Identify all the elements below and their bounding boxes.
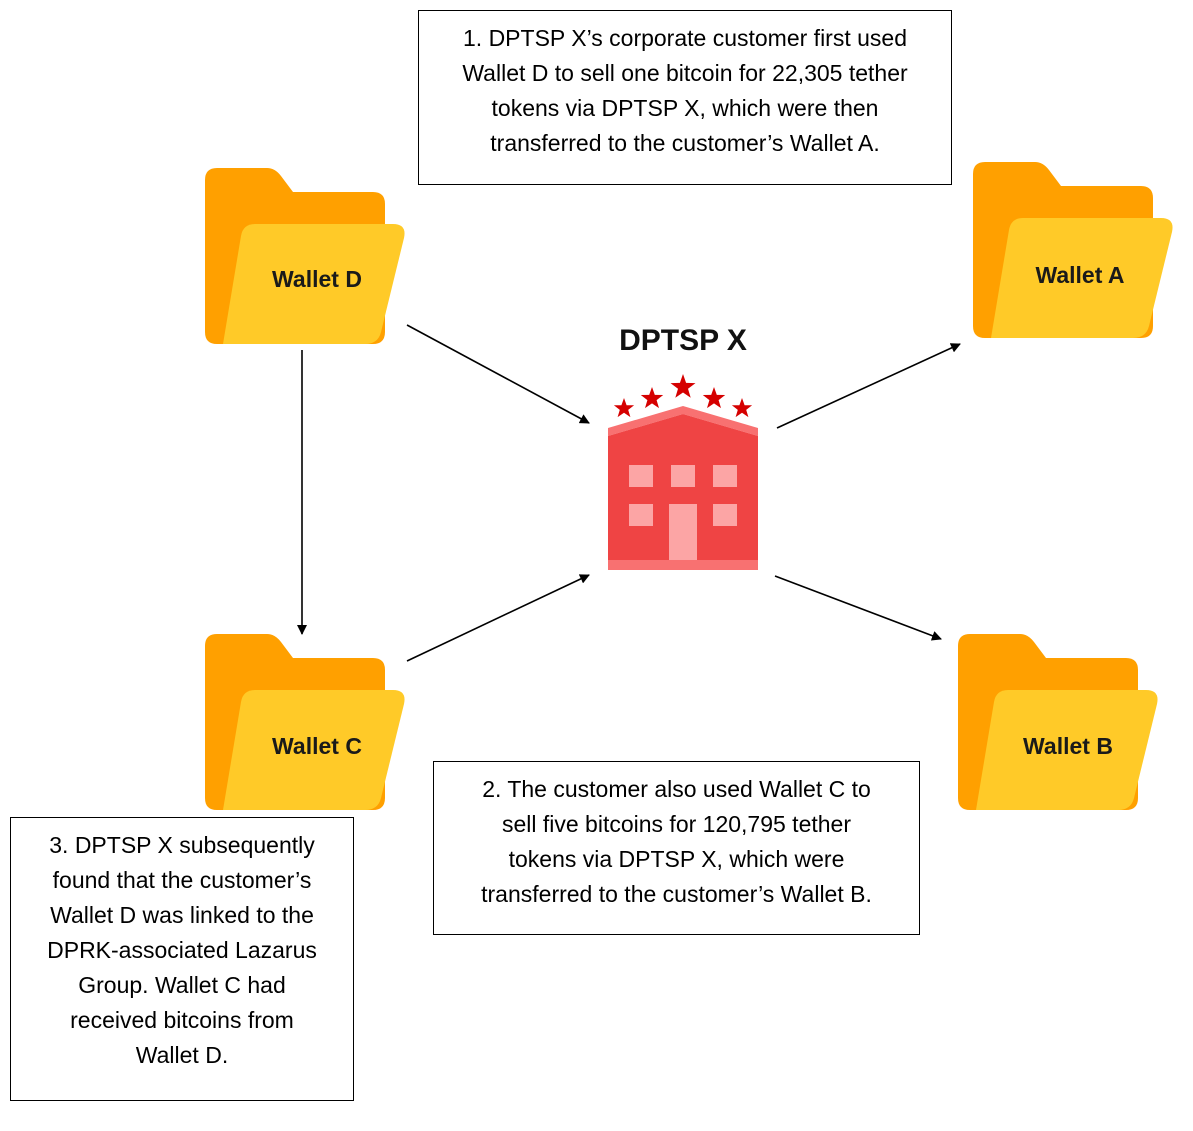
arrow-wallet-d-to-dptsp-x <box>406 324 590 424</box>
star-icon <box>670 374 696 398</box>
note-3-line: DPRK-associated Lazarus <box>47 937 317 963</box>
folder-icon <box>973 162 1173 338</box>
note-3-line: Wallet D was linked to the <box>50 902 314 928</box>
dptsp-x-title: DPTSP X <box>619 324 747 357</box>
note-2-line: transferred to the customer’s Wallet B. <box>481 881 872 907</box>
wallet-c-label: Wallet C <box>272 733 362 759</box>
note-3-line: received bitcoins from <box>70 1007 294 1033</box>
folder-icon <box>205 168 405 344</box>
note-1-line: Wallet D to sell one bitcoin for 22,305 … <box>462 60 908 86</box>
arrow-dptsp-x-to-wallet-a <box>776 343 961 429</box>
arrow-dptsp-x-to-wallet-b <box>774 575 942 641</box>
building-with-stars-icon <box>608 374 758 570</box>
wallet-b-node: Wallet B <box>958 634 1158 810</box>
wallet-a-label: Wallet A <box>1035 262 1125 288</box>
note-1-box: 1. DPTSP X’s corporate customer first us… <box>418 10 952 185</box>
folder-icon <box>958 634 1158 810</box>
wallet-b-label: Wallet B <box>1023 733 1113 759</box>
note-3-line: Group. Wallet C had <box>78 972 286 998</box>
note-1-line: tokens via DPTSP X, which were then <box>491 95 879 121</box>
star-icon <box>640 387 664 409</box>
star-icon <box>613 398 635 418</box>
note-3-line: Wallet D. <box>135 1042 229 1068</box>
wallet-d-label: Wallet D <box>272 266 362 292</box>
note-3-line: found that the customer’s <box>52 867 312 893</box>
note-1-line: transferred to the customer’s Wallet A. <box>490 130 880 156</box>
wallet-c-node: Wallet C <box>205 634 405 810</box>
star-icon <box>702 387 726 409</box>
note-2-line: tokens via DPTSP X, which were <box>508 846 845 872</box>
note-2-box: 2. The customer also used Wallet C to se… <box>433 761 920 935</box>
arrow-wallet-c-to-dptsp-x <box>406 574 590 662</box>
note-2-line: sell five bitcoins for 120,795 tether <box>501 811 852 837</box>
note-3-box: 3. DPTSP X subsequently found that the c… <box>10 817 354 1101</box>
note-1-line: 1. DPTSP X’s corporate customer first us… <box>463 25 907 51</box>
folder-icon <box>205 634 405 810</box>
star-icon <box>731 398 753 418</box>
wallet-a-node: Wallet A <box>973 162 1173 338</box>
note-3-line: 3. DPTSP X subsequently <box>49 832 315 858</box>
wallet-d-node: Wallet D <box>205 168 405 344</box>
note-2-line: 2. The customer also used Wallet C to <box>482 776 871 802</box>
